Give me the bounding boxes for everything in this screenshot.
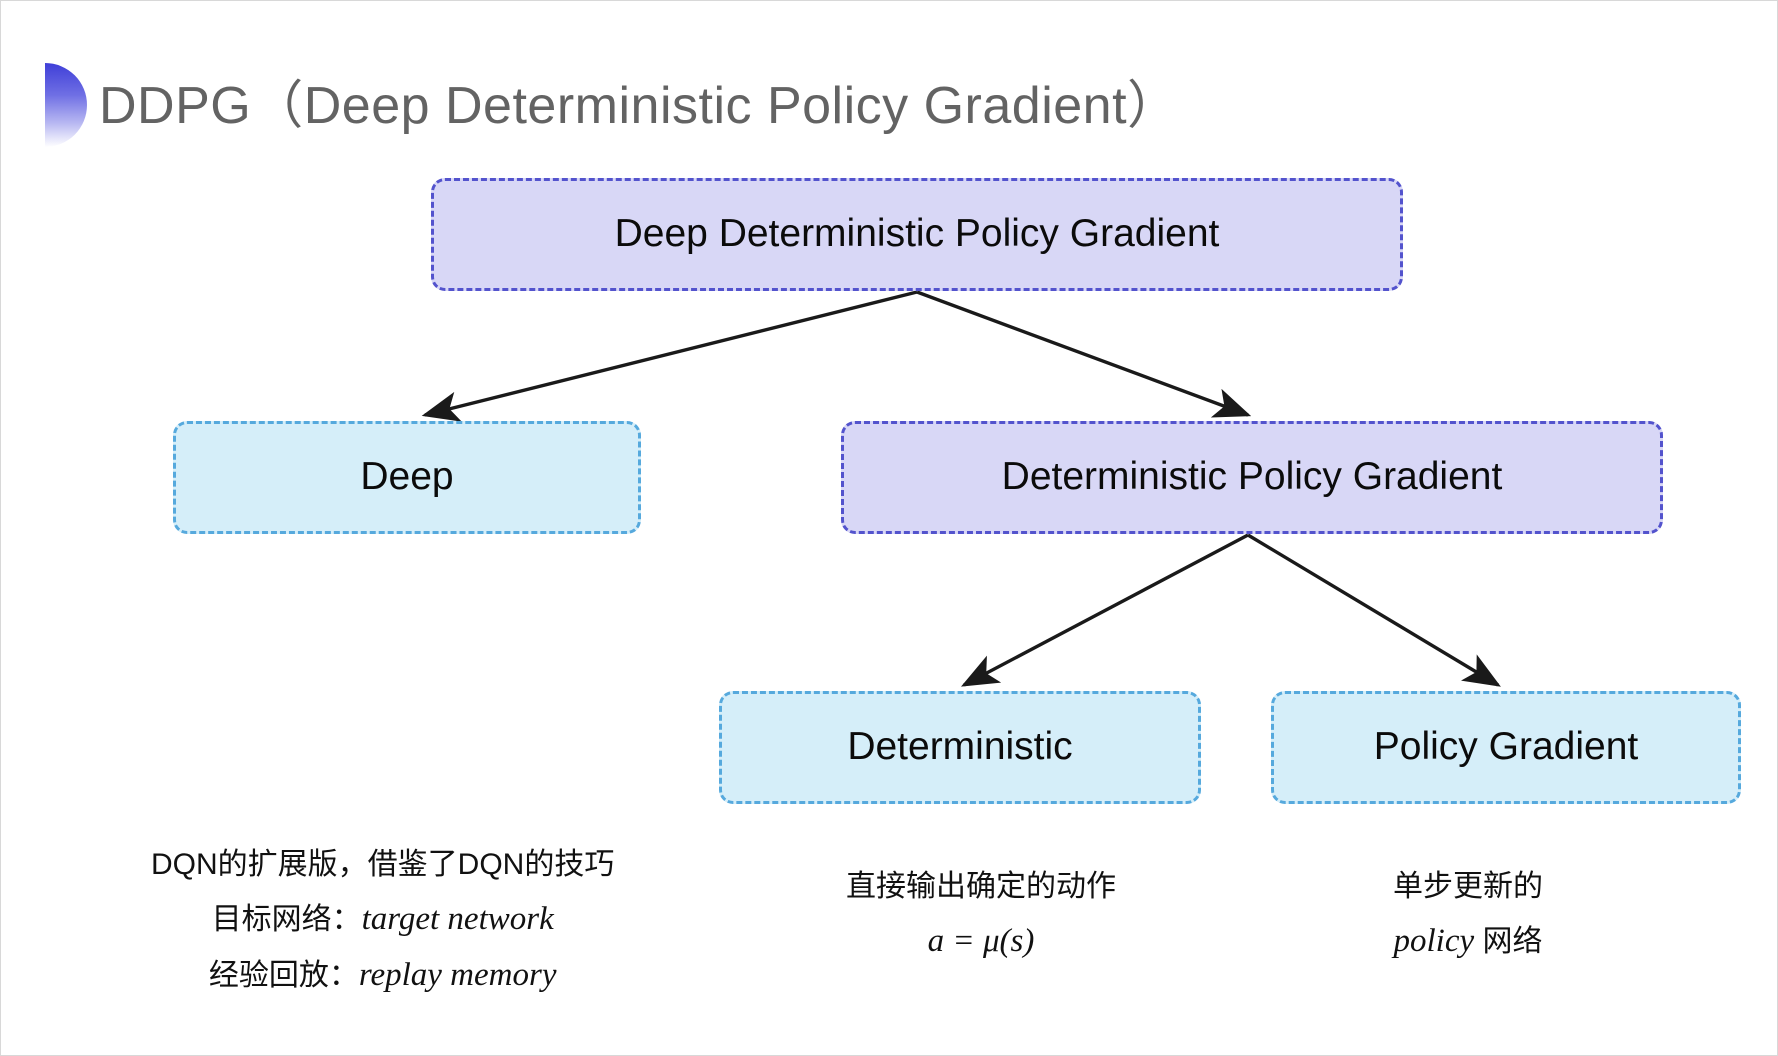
- annotation-deep-line-2-label: 目标网络：: [211, 902, 362, 936]
- annotation-deterministic-line-1: 直接输出确定的动作: [846, 870, 1116, 903]
- annotation-deterministic-formula: a = μ(s): [927, 922, 1035, 959]
- node-deep-deterministic-policy-gradient[interactable]: Deep Deterministic Policy Gradient: [431, 178, 1403, 291]
- gradient-halfcircle-icon: [45, 63, 87, 147]
- edge-root-to-deep: [421, 290, 918, 422]
- annotation-deep-line-3-label: 经验回放：: [208, 959, 359, 993]
- annotation-policy-gradient-line-2: policy 网络: [1393, 913, 1543, 970]
- node-deep[interactable]: Deep: [173, 421, 641, 534]
- node-label: Policy Gradient: [1373, 725, 1639, 769]
- edge-root-to-dpg: [916, 290, 1252, 418]
- annotation-deep: DQN的扩展版，借鉴了DQN的技巧 目标网络：target network 经验…: [151, 839, 614, 1004]
- annotation-deep-line-3: 经验回放：replay memory: [151, 947, 614, 1004]
- annotation-policy-gradient: 单步更新的 policy 网络: [1393, 861, 1543, 969]
- annotation-deep-line-1: DQN的扩展版，借鉴了DQN的技巧: [151, 848, 615, 881]
- node-label: Deterministic Policy Gradient: [1001, 455, 1503, 499]
- annotation-deep-line-2: 目标网络：target network: [151, 891, 614, 948]
- node-deterministic[interactable]: Deterministic: [719, 691, 1201, 804]
- annotation-policy-gradient-line-1: 单步更新的: [1393, 870, 1543, 903]
- node-label: Deterministic: [847, 725, 1073, 769]
- annotation-policy-gradient-tail: 网络: [1474, 924, 1543, 958]
- annotation-deep-line-2-term: target network: [361, 900, 554, 937]
- annotation-deep-line-3-term: replay memory: [358, 957, 557, 994]
- annotation-policy-gradient-term: policy: [1393, 922, 1475, 959]
- node-policy-gradient[interactable]: Policy Gradient: [1271, 691, 1741, 804]
- annotation-deterministic: 直接输出确定的动作 a = μ(s): [846, 861, 1116, 969]
- node-label: Deep: [360, 455, 454, 499]
- node-label: Deep Deterministic Policy Gradient: [614, 212, 1220, 256]
- node-deterministic-policy-gradient[interactable]: Deterministic Policy Gradient: [841, 421, 1663, 534]
- page-title: DDPG（Deep Deterministic Policy Gradient）: [99, 77, 1180, 135]
- edge-dpg-to-deterministic: [960, 533, 1249, 687]
- edge-dpg-to-policy-gradient: [1247, 533, 1501, 687]
